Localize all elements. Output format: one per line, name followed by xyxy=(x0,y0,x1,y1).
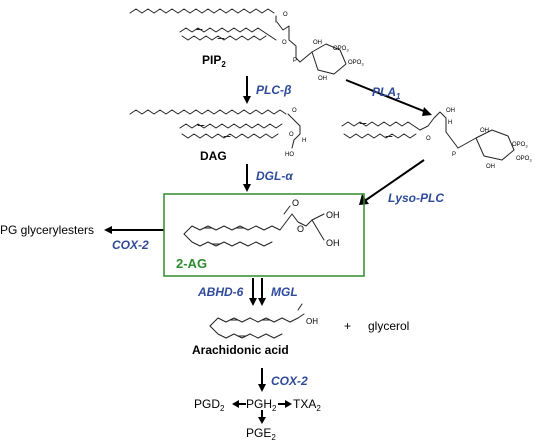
arrow-pgh2-to-txa2 xyxy=(278,400,292,408)
enzyme-mgl: MGL xyxy=(271,285,298,299)
dag-structure xyxy=(129,109,301,149)
arrow-pgh2-to-pge2 xyxy=(258,410,266,424)
plus-sign: + xyxy=(344,319,351,333)
arrow-2ag-to-aa-2 xyxy=(258,278,266,306)
2ag-oh-label-2: OH xyxy=(326,238,340,248)
pip2-structure xyxy=(129,8,347,75)
arrow-pip2-to-lysopi xyxy=(345,79,432,116)
lysopi-o-label: O xyxy=(426,136,431,142)
2ag-oh-label-1: OH xyxy=(326,210,340,220)
lysopi-oh-label-2: OH xyxy=(480,128,489,134)
glycerol-label: glycerol xyxy=(368,319,409,333)
lysopi-h-label: H xyxy=(448,120,452,126)
lysopi-oh-label: OH xyxy=(446,108,455,114)
pip2-o-label-1: O xyxy=(283,12,288,18)
pip2-opo3-label-1: OPO3 xyxy=(333,46,349,53)
dag-o-label-2: O xyxy=(289,132,294,138)
pip2-oh-label-1: OH xyxy=(313,40,322,46)
2ag-label: 2-AG xyxy=(176,256,207,271)
arrow-dag-to-2ag xyxy=(243,164,251,192)
pip2-oh-label-2: OH xyxy=(318,76,327,82)
lyso-pi-structure xyxy=(341,111,515,161)
pgh2-label: PGH2 xyxy=(246,397,277,413)
arachidonic-acid-structure xyxy=(209,303,305,339)
enzyme-plc-beta: PLC-β xyxy=(256,83,292,97)
pip2-label: PIP2 xyxy=(202,53,226,69)
enzyme-cox2-bottom: COX-2 xyxy=(271,374,308,388)
dag-label: DAG xyxy=(200,149,227,163)
enzyme-abhd6: ABHD-6 xyxy=(197,285,244,299)
dag-o-label-1: O xyxy=(292,108,297,114)
aa-oh-label: OH xyxy=(306,317,318,326)
enzyme-dgl-alpha: DGL-α xyxy=(256,169,293,183)
arrow-2ag-to-aa-1 xyxy=(249,278,257,306)
arrow-aa-to-pgh2 xyxy=(258,368,266,392)
pge2-label: PGE2 xyxy=(246,426,276,442)
lysopi-oh-label-3: OH xyxy=(486,164,495,170)
2ag-o-label-carbonyl: O xyxy=(292,198,299,208)
arrow-2ag-to-pg-glycerylesters xyxy=(104,226,164,234)
txa2-label: TXA2 xyxy=(293,397,321,413)
dag-h-label: H xyxy=(302,138,306,144)
2ag-structure xyxy=(183,205,325,247)
lysopi-opo3-label-2: OPO3 xyxy=(516,156,532,163)
pip2-o-label-2: O xyxy=(282,40,287,46)
arrow-pgh2-to-pgd2 xyxy=(232,400,246,408)
2ag-o-label-ester: O xyxy=(297,224,304,234)
lysopi-opo3-label-1: OPO3 xyxy=(512,142,528,149)
enzyme-pla1: PLA1 xyxy=(372,85,401,101)
enzyme-cox2-left: COX-2 xyxy=(112,238,149,252)
pip2-opo3-label-2: OPO3 xyxy=(348,60,364,67)
dag-ho-label: HO xyxy=(285,152,294,158)
arrow-pip2-to-dag xyxy=(243,76,251,104)
2ag-highlight-box xyxy=(163,193,365,277)
lysopi-p-label: P xyxy=(452,152,456,158)
pg-glycerylesters-label: PG glycerylesters xyxy=(0,223,94,237)
enzyme-lyso-plc: Lyso-PLC xyxy=(388,191,444,205)
pip2-p-label: P xyxy=(293,58,297,64)
arachidonic-acid-label: Arachidonic acid xyxy=(192,343,289,357)
pgd2-label: PGD2 xyxy=(194,397,225,413)
